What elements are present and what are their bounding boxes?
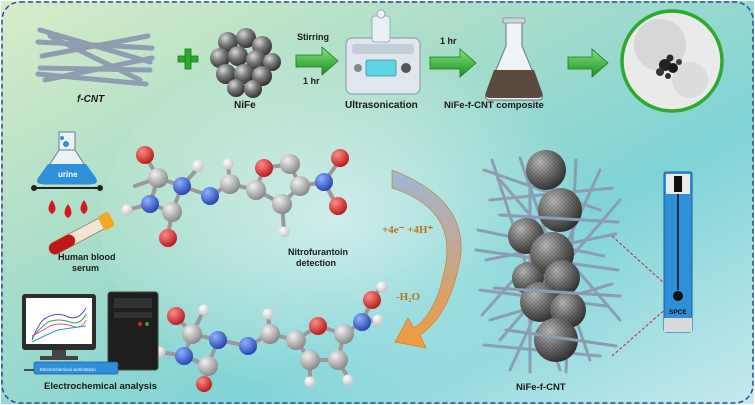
spce-electrode [663, 171, 693, 333]
blood-drops-icon [48, 200, 88, 218]
monitor-icon [22, 294, 96, 360]
urine-flask-icon [31, 131, 103, 191]
plus-icon [177, 48, 199, 70]
blood-tube-icon [48, 212, 115, 255]
spce-label: SPCE [669, 309, 687, 316]
urine-label: urine [58, 170, 78, 179]
reduction-label: +4e⁻ +4H⁺ [382, 224, 434, 236]
water-loss-label: -H₂O [396, 291, 421, 303]
tem-image [620, 9, 724, 113]
flask-icon [484, 17, 544, 101]
arrow-composite [429, 48, 477, 78]
computer-tower-icon [107, 291, 159, 371]
ultrasonication-label: Ultrasonication [345, 100, 418, 111]
nife-fcnt-composite [474, 150, 622, 374]
arrow-microscopy [567, 48, 609, 78]
nife-label: NiFe [234, 100, 256, 111]
blood-label-line1: Human blood [58, 252, 116, 262]
arrow-stirring [295, 46, 339, 76]
blood-label-line2: serum [72, 263, 99, 273]
product-molecule [154, 281, 388, 392]
workstation-device [24, 361, 134, 375]
stirring-label: Stirring [297, 32, 329, 42]
nife-cluster [210, 28, 281, 98]
composite-label: NiFe-f-CNT composite [444, 100, 544, 111]
fcnt-bundle [35, 27, 155, 87]
nife-fcnt-label: NiFe-f-CNT [516, 382, 566, 393]
nitrofurantoin-molecule [121, 146, 349, 247]
stirring-time-label: 1 hr [303, 76, 320, 86]
reaction-arrow [391, 169, 462, 349]
ultrasonicator-icon [345, 9, 421, 95]
detection-label-line1: Nitrofurantoin [288, 247, 348, 257]
mixing-time-label: 1 hr [440, 36, 457, 46]
fcnt-label: f-CNT [77, 94, 105, 105]
workstation-label: Electrochemical workstation [40, 367, 96, 372]
detection-label-line2: detection [296, 258, 336, 268]
analysis-label: Electrochemical analysis [44, 381, 157, 392]
background-glow [100, 40, 620, 400]
